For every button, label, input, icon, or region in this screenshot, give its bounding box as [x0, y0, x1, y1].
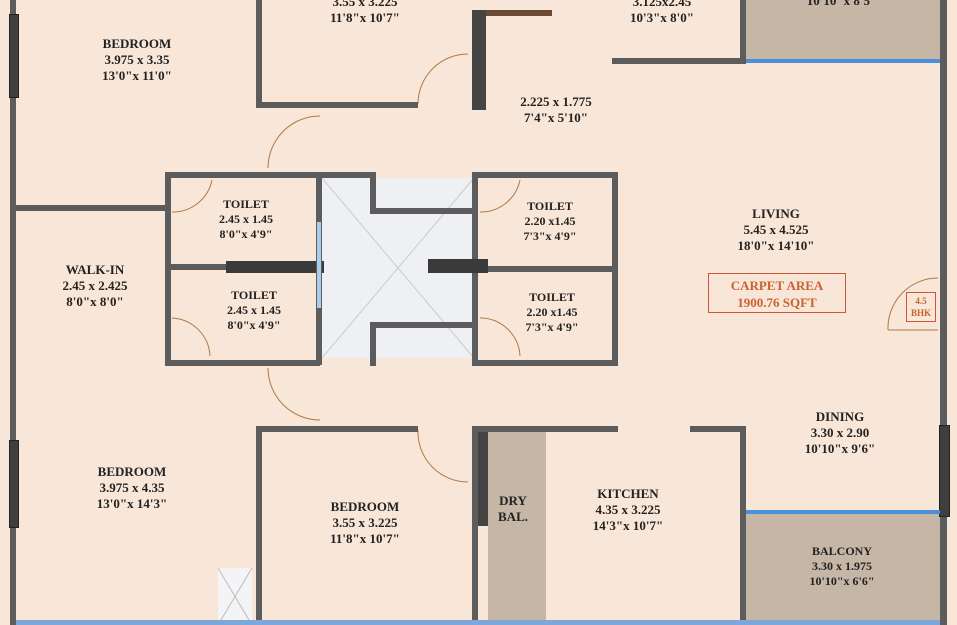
wall	[256, 0, 262, 108]
wall	[226, 261, 324, 273]
wall	[740, 426, 746, 625]
room-label-top-balcony: 10'10"x 8'5"	[806, 0, 878, 8]
wall	[256, 426, 418, 432]
wall	[165, 360, 320, 366]
glazing	[317, 222, 321, 308]
window	[939, 425, 950, 517]
wall	[256, 102, 418, 108]
balcony-area	[746, 512, 940, 625]
wall	[612, 58, 746, 64]
wall	[740, 0, 746, 62]
wall	[690, 426, 746, 432]
balcony-glazing	[746, 510, 940, 514]
balcony-glazing	[746, 59, 940, 63]
wall	[165, 172, 320, 178]
wall	[478, 426, 618, 432]
wall	[370, 322, 475, 328]
outer-wall-bottom	[16, 620, 940, 625]
wall	[165, 172, 171, 365]
wall	[472, 10, 486, 110]
wall	[316, 172, 374, 178]
wall	[472, 360, 618, 366]
wall	[428, 259, 488, 273]
outer-wall-right	[940, 0, 947, 625]
wall	[16, 205, 166, 211]
outer-wall-left	[10, 0, 16, 625]
top-balcony-area	[746, 0, 940, 60]
wall	[370, 172, 376, 212]
wall	[472, 426, 478, 625]
wall	[612, 172, 618, 365]
wall	[472, 172, 618, 178]
dry-balcony-area	[488, 430, 546, 625]
wall	[486, 10, 552, 16]
wall	[256, 426, 262, 625]
wall	[478, 266, 614, 272]
window	[9, 440, 19, 528]
wall	[370, 322, 376, 366]
wall	[370, 208, 475, 214]
window	[9, 14, 19, 98]
